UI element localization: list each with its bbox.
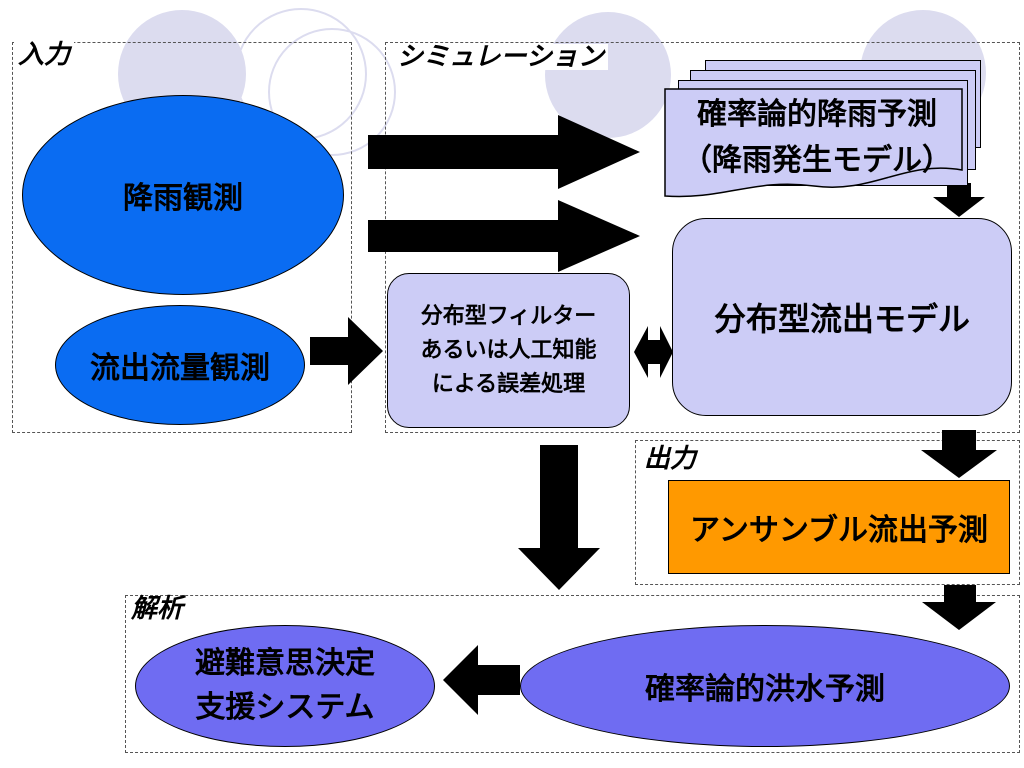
evacuation-support-system-label: 避難意思決定 支援システム	[195, 646, 375, 725]
output-group-label: 出力	[640, 446, 701, 472]
arrow-forecast-to-model	[933, 183, 985, 217]
distributed-runoff-model-box: 分布型流出モデル	[672, 218, 1012, 416]
analysis-group-label: 解析	[127, 596, 188, 622]
output-group-box	[635, 440, 1020, 585]
rainfall-observation-ellipse: 降雨観測	[22, 95, 344, 295]
runoff-observation-ellipse: 流出流量観測	[55, 305, 305, 425]
evacuation-support-system-ellipse: 避難意思決定 支援システム	[135, 625, 435, 747]
probabilistic-flood-forecast-ellipse: 確率論的洪水予測	[520, 625, 1010, 747]
rainfall-observation-label: 降雨観測	[123, 181, 243, 216]
arrow-filter-model-bidirectional	[634, 326, 673, 378]
arrow-model-to-output	[921, 430, 997, 478]
input-group-label: 入力	[14, 42, 75, 68]
decorative-circle	[545, 12, 671, 138]
probabilistic-flood-forecast-label: 確率論的洪水予測	[645, 672, 885, 707]
arrow-filter-to-analysis	[518, 445, 600, 590]
ensemble-runoff-forecast-box: アンサンブル流出予測	[668, 480, 1010, 574]
error-processing-box: 分布型フィルター あるいは人工知能 による誤差処理	[387, 273, 630, 428]
runoff-observation-label: 流出流量観測	[90, 351, 270, 386]
arrow-rainfall-to-model	[368, 200, 640, 272]
distributed-runoff-model-label: 分布型流出モデル	[713, 300, 970, 338]
arrow-rainfall-to-forecast	[368, 115, 640, 189]
arrow-runoff-to-filter	[310, 317, 383, 385]
ensemble-runoff-forecast-label: アンサンブル流出予測	[690, 513, 988, 548]
input-group-box	[12, 42, 352, 433]
arrow-flood-to-support	[443, 645, 520, 715]
error-processing-label: 分布型フィルター あるいは人工知能 による誤差処理	[420, 303, 597, 397]
decorative-ring	[268, 28, 396, 156]
simulation-group-label: シミュレーション	[393, 44, 608, 70]
forecast-document-front	[664, 88, 963, 198]
probabilistic-rainfall-forecast-label: 確率論的降雨予測 （降雨発生モデル）	[682, 97, 952, 178]
analysis-group-box	[125, 595, 1020, 753]
arrow-output-to-flood	[922, 585, 996, 630]
